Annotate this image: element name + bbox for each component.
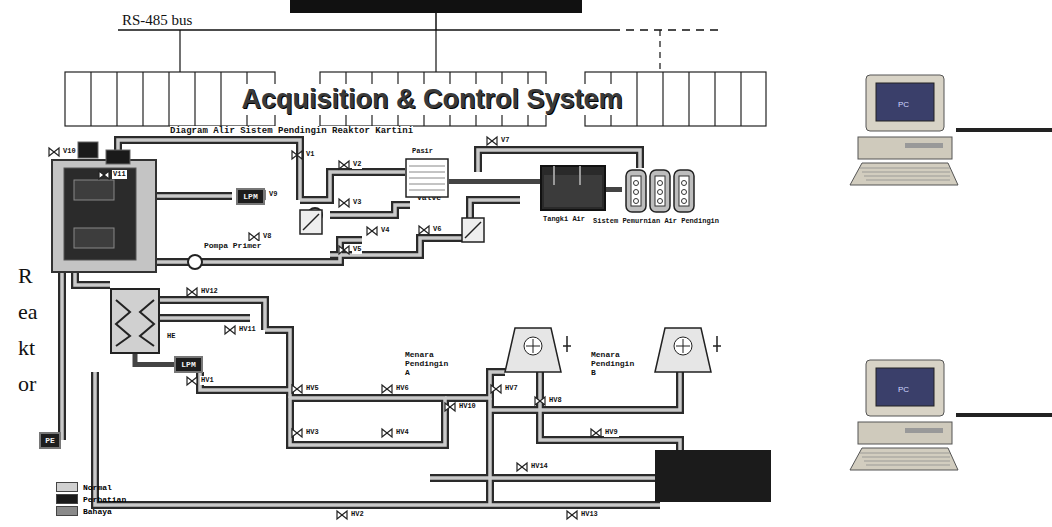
valve-symbol: [187, 377, 197, 385]
legend-row: Normal: [56, 481, 126, 493]
legend-swatch: [56, 482, 78, 492]
text-label: RS-485 bus: [122, 12, 192, 29]
control-system-band: Acquisition & Control System: [232, 84, 632, 115]
valve-label: V8: [262, 232, 272, 241]
water-tank: Tangki Air: [540, 165, 606, 211]
valve-symbol: [487, 137, 497, 145]
tank-shape: [540, 165, 606, 211]
valve-label: HV14: [530, 462, 549, 471]
text-label: Menara Pendingin A: [404, 350, 454, 377]
valve-label: V9: [268, 190, 278, 199]
valve-symbol: [339, 246, 349, 254]
valve-label: HV6: [395, 384, 410, 393]
node-text: HE: [166, 332, 176, 341]
valve-symbol: [419, 226, 429, 234]
text-label: Menara Pendingin B: [590, 350, 640, 377]
valve-symbol: [99, 171, 109, 179]
valve-label: V3: [352, 198, 362, 207]
valve-label: HV4: [395, 428, 410, 437]
valve-label: HV9: [604, 428, 619, 437]
valve-label: HV12: [200, 287, 219, 296]
valve-label: V11: [112, 170, 127, 179]
valve-label: HV7: [504, 384, 519, 393]
valve-label: HV3: [305, 428, 320, 437]
valve-label: V1: [305, 150, 315, 159]
cooling-tower: [505, 328, 571, 372]
node-text: LPM: [180, 360, 197, 369]
legend-text: Bahaya: [83, 507, 112, 516]
valve-label: HV5: [305, 384, 320, 393]
valve-symbol: [292, 151, 302, 159]
valve-symbol: [249, 233, 259, 241]
legend-swatch: [56, 506, 78, 516]
node-text: Pasir: [411, 147, 434, 156]
valve-symbol: [292, 385, 302, 393]
valve-symbol: [292, 429, 302, 437]
valve-symbol: [567, 511, 577, 519]
legend-text: Perhatian: [83, 495, 126, 504]
node-text: LPM: [242, 192, 259, 201]
valve-symbol: [382, 429, 392, 437]
valve-label: V4: [380, 226, 390, 235]
he-shape: [110, 288, 160, 354]
legend-text: Normal: [83, 483, 112, 492]
sand-filter: Pasir: [405, 158, 449, 198]
valve-label: HV11: [238, 325, 257, 334]
cooling-tower: [655, 328, 721, 372]
node-text: Tangki Air: [542, 215, 586, 224]
valve-symbol: [382, 385, 392, 393]
pipe-connector: [606, 187, 622, 192]
pipe-connector: [135, 354, 174, 365]
valve-symbol: [187, 288, 197, 296]
valve-label: HV1: [200, 376, 215, 385]
legend-row: Perhatian: [56, 493, 126, 505]
node-text: Acquisition & Control System: [240, 84, 624, 115]
valve-symbol: [339, 161, 349, 169]
text-label: PC: [898, 385, 909, 394]
valve-symbol: [591, 429, 601, 437]
valve-label: V10: [62, 147, 77, 156]
valve-label: HV13: [580, 510, 599, 519]
text-label: PC: [898, 100, 909, 109]
valve-symbol: [445, 403, 455, 411]
text-label: Reaktor: [18, 258, 40, 401]
flow-meter: LPM: [174, 356, 203, 373]
legend-swatch: [56, 494, 78, 504]
valve-symbol: [49, 148, 59, 156]
node-text: Sistem Pemurnian Air Pendingin: [592, 217, 720, 226]
valve-label: HV2: [350, 510, 365, 519]
valve-label: HV10: [458, 402, 477, 411]
valve-label: V2: [352, 160, 362, 169]
valve-label: V5: [352, 245, 362, 254]
diagram-title: Diagram Alir Sistem Pendingin Reaktor Ka…: [170, 126, 413, 136]
valve-symbol: [517, 463, 527, 471]
flow-meter: LPM: [236, 188, 265, 205]
node-text: PE: [44, 436, 56, 445]
text-label: Pompa Primer: [203, 241, 263, 250]
valve-symbol: [225, 326, 235, 334]
purifier-shape: [622, 168, 698, 214]
pc-icon: [850, 75, 1052, 185]
valve-label: V7: [500, 136, 510, 145]
pipe-connector: [449, 179, 540, 184]
valve-symbol: [339, 199, 349, 207]
valve-label: V6: [432, 225, 442, 234]
filter-shape: [405, 158, 449, 198]
valve-symbol: [535, 397, 545, 405]
pressure-sensor: PE: [39, 432, 61, 449]
legend: NormalPerhatianBahaya: [56, 481, 126, 517]
heat-exchanger: HE: [110, 288, 160, 354]
valve-symbol: [491, 385, 501, 393]
valve-symbol: [367, 227, 377, 235]
purification-system: Sistem Pemurnian Air Pendingin: [622, 168, 698, 214]
valve-symbol: [337, 511, 347, 519]
pc-icon: [850, 360, 1052, 470]
legend-row: Bahaya: [56, 505, 126, 517]
valve-label: HV8: [548, 396, 563, 405]
